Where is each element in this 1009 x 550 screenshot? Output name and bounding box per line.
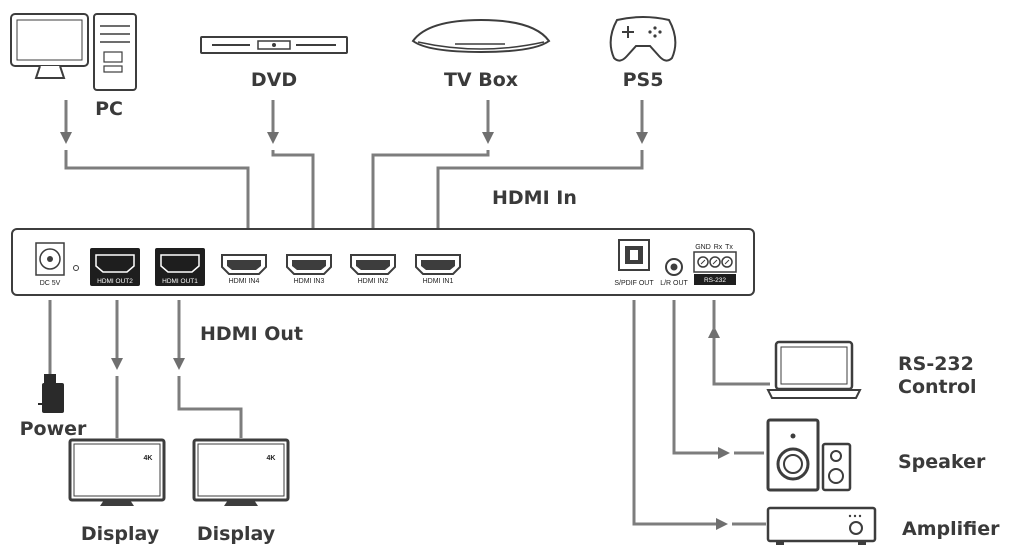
hdmi-out2-port: [90, 248, 140, 286]
rs232-terminal: [693, 251, 737, 285]
tx-label: Tx: [725, 244, 733, 251]
ps5-label: PS5: [623, 69, 664, 91]
power-adapter-icon: [38, 374, 64, 413]
spdif-port: [618, 239, 650, 271]
lr-audio-port: [665, 258, 683, 276]
gamepad-icon: [609, 16, 677, 62]
rs232-label-line1: RS-232: [898, 353, 974, 375]
amplifier-icon: [766, 506, 877, 545]
hdmi-in2-port: [350, 254, 396, 275]
hdmi-in1-port: [415, 254, 461, 275]
hdmi-in3-port: [286, 254, 332, 275]
display-1-badge: 4K: [144, 455, 153, 462]
hdmi-in1-label: HDMI IN1: [423, 278, 454, 285]
hdmi-in3-label: HDMI IN3: [294, 278, 325, 285]
hdmi-out1-label: HDMI OUT1: [162, 278, 198, 285]
hdmi-out-label: HDMI Out: [200, 323, 303, 345]
speaker-icon: [766, 418, 852, 492]
amplifier-label: Amplifier: [902, 518, 1000, 540]
speaker-label: Speaker: [898, 451, 986, 473]
output-wires: [48, 300, 243, 438]
laptop-icon: [766, 340, 862, 399]
pc-label: PC: [95, 98, 123, 120]
spdif-label: S/PDIF OUT: [614, 280, 654, 287]
display-1-icon: [68, 438, 166, 506]
rs232-label-line2: Control: [898, 376, 977, 398]
dc5v-port-label: DC 5V: [40, 280, 61, 287]
display-2-label: Display: [197, 523, 276, 545]
display-2-badge: 4K: [267, 455, 276, 462]
display-2-icon: [192, 438, 290, 506]
input-wires: [60, 100, 648, 228]
hdmi-in2-label: HDMI IN2: [358, 278, 389, 285]
dvd-icon: [200, 36, 348, 54]
dc-power-port: [35, 242, 79, 276]
tv-box-icon: [411, 18, 551, 54]
tv-box-label: TV Box: [444, 69, 518, 91]
lr-out-label: L/R OUT: [660, 280, 688, 287]
hdmi-in4-port: [221, 254, 267, 275]
pc-icon: [10, 13, 137, 91]
power-label: Power: [20, 418, 87, 440]
rx-label: Rx: [714, 244, 723, 251]
hdmi-out2-label: HDMI OUT2: [97, 278, 133, 285]
right-wires: [632, 300, 770, 530]
display-1-label: Display: [81, 523, 160, 545]
hdmi-in4-label: HDMI IN4: [229, 278, 260, 285]
hdmi-out1-port: [155, 248, 205, 286]
hdmi-in-label: HDMI In: [492, 187, 577, 209]
switch-panel: DC 5V HDMI OUT2 HDMI OUT1 HDMI IN4 HDMI …: [11, 228, 755, 296]
gnd-label: GND: [695, 244, 711, 251]
rs232-port-label: RS-232: [704, 277, 726, 284]
dvd-label: DVD: [251, 69, 297, 91]
